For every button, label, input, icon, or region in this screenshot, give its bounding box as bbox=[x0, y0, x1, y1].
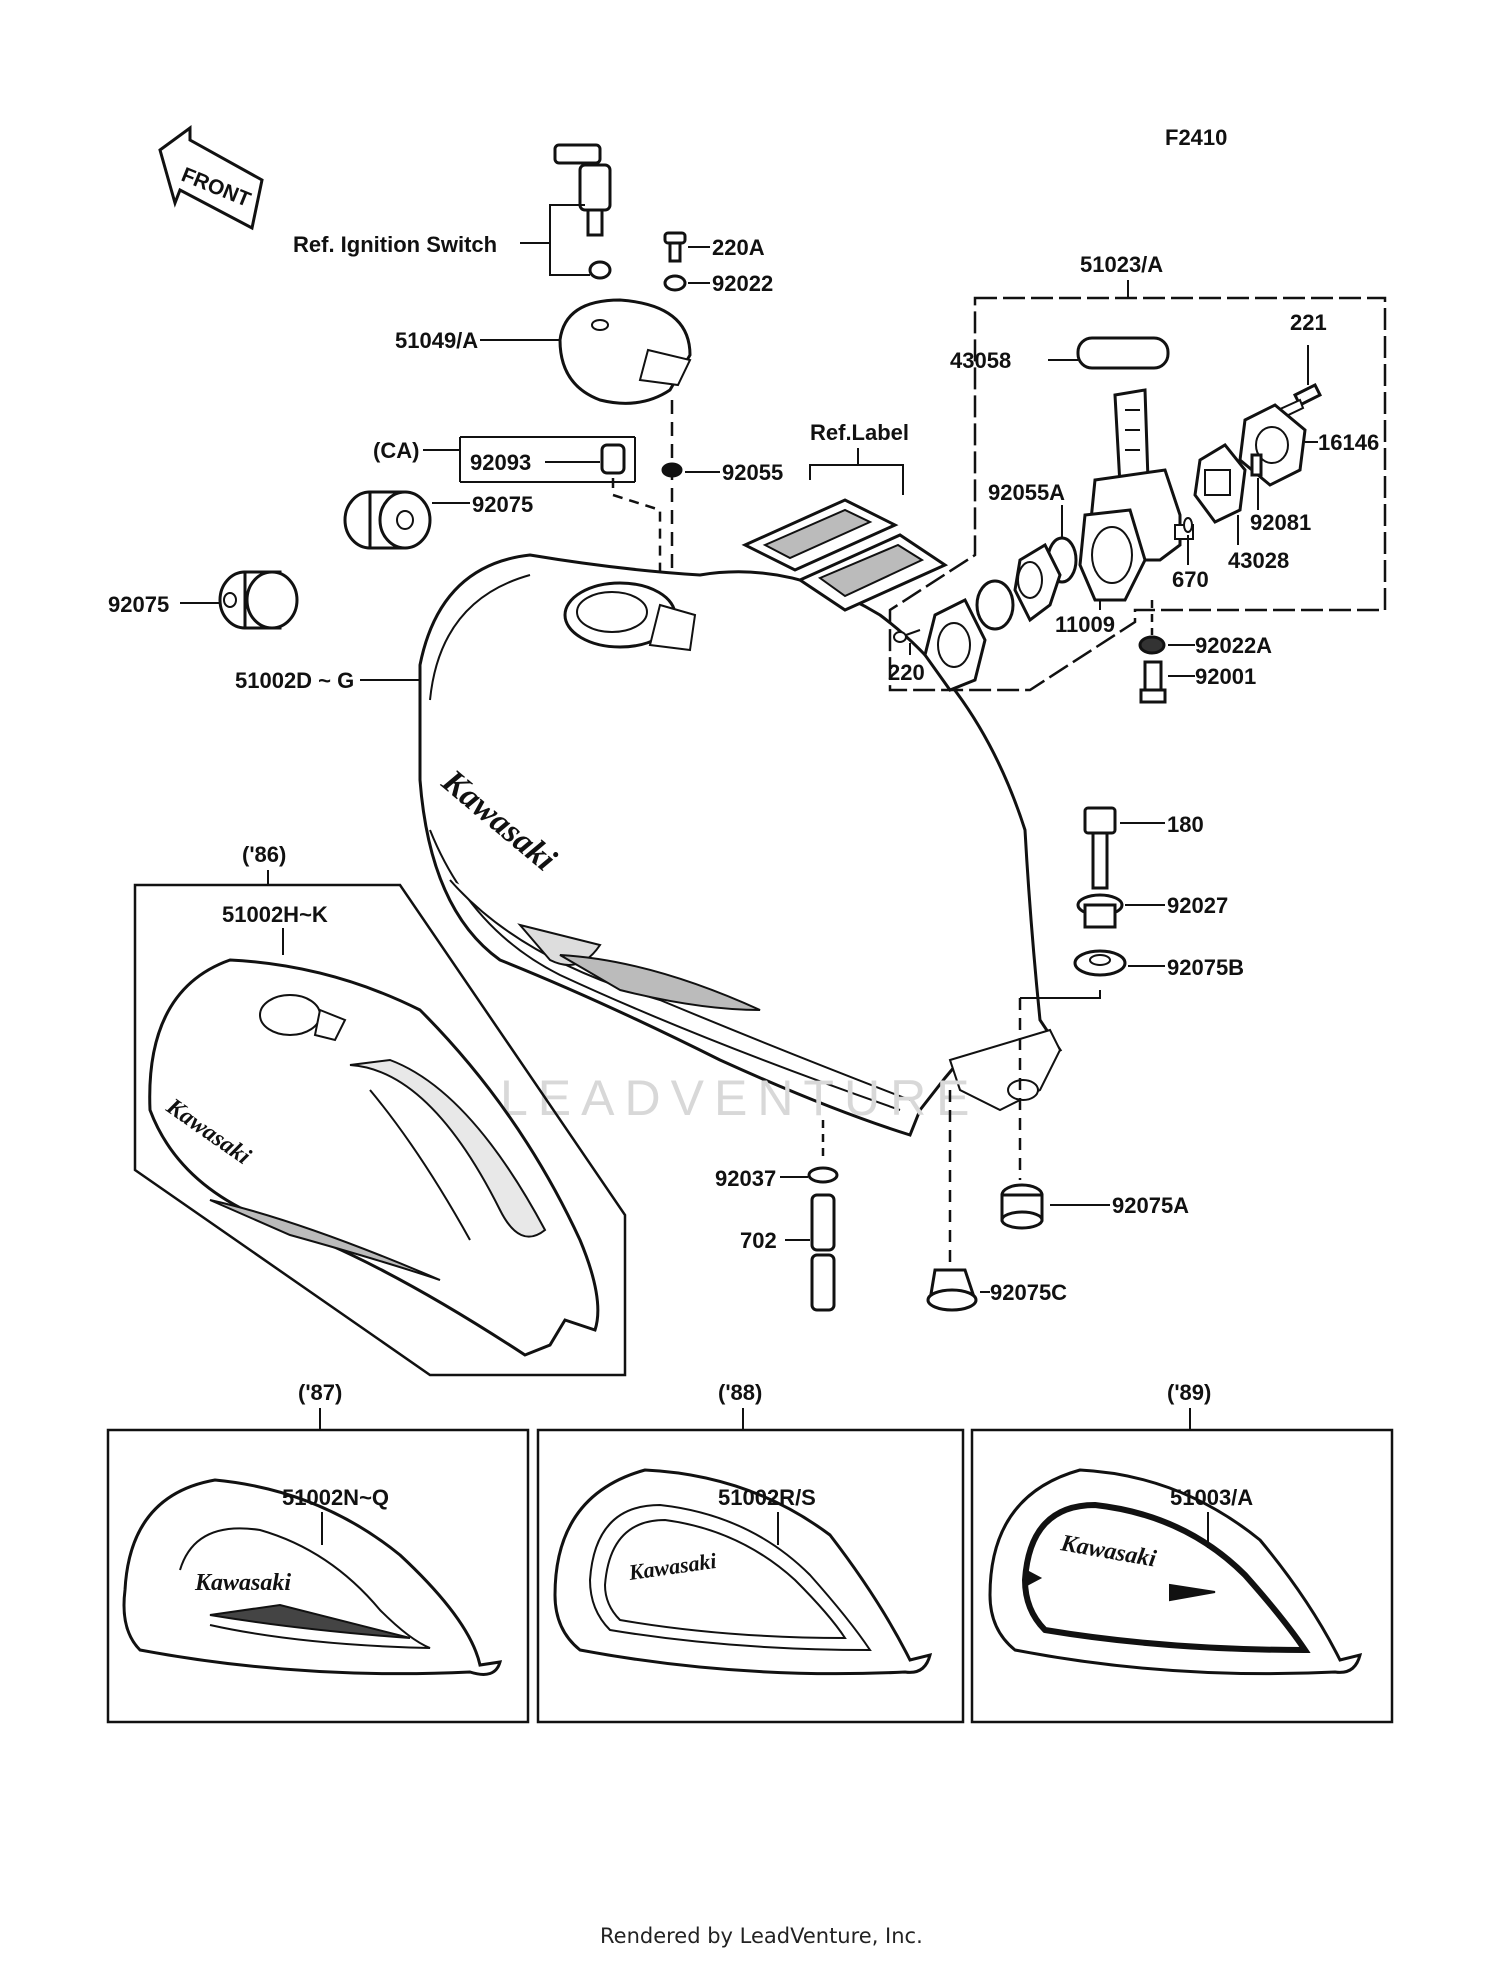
rubber-washer-icon bbox=[1073, 949, 1127, 977]
washer-icon bbox=[1138, 635, 1166, 655]
label-51002NQ: 51002N~Q bbox=[282, 1485, 389, 1510]
label-702: 702 bbox=[740, 1228, 777, 1253]
label-51002RS: 51002R/S bbox=[718, 1485, 816, 1510]
bolt-icon bbox=[1083, 806, 1117, 890]
box-88 bbox=[536, 1428, 965, 1724]
washer-icon bbox=[663, 274, 687, 292]
label-51023A: 51023/A bbox=[1080, 252, 1163, 277]
label-180: 180 bbox=[1167, 812, 1204, 837]
fuel-tank-88: Kawasaki bbox=[553, 1468, 933, 1676]
fuel-cap-icon bbox=[558, 298, 692, 405]
fuel-tank-87: Kawasaki bbox=[122, 1478, 503, 1676]
label-11009: 11009 bbox=[1055, 612, 1115, 637]
label-92075-b: 92075 bbox=[108, 592, 169, 617]
flange-gasket-icon bbox=[923, 597, 987, 692]
ignition-switch-icon bbox=[553, 143, 612, 280]
grommet-icon bbox=[600, 443, 626, 475]
screw-icon bbox=[893, 629, 921, 643]
label-year-86: ('86) bbox=[242, 842, 286, 867]
label-43028: 43028 bbox=[1228, 548, 1289, 573]
collar-icon bbox=[1076, 893, 1124, 929]
label-92075A: 92075A bbox=[1112, 1193, 1189, 1218]
fuel-tank-86: Kawasaki bbox=[148, 958, 600, 1357]
gasket-icon bbox=[1076, 336, 1170, 370]
figure-code: F2410 bbox=[1165, 125, 1227, 150]
petcock-box bbox=[888, 296, 1387, 692]
label-43058: 43058 bbox=[950, 348, 1011, 373]
label-year-89: ('89) bbox=[1167, 1380, 1211, 1405]
diaphragm-plate-icon bbox=[1193, 443, 1247, 524]
label-92022: 92022 bbox=[712, 271, 773, 296]
screw-icon bbox=[663, 231, 687, 263]
fuel-tap-icon bbox=[1078, 388, 1194, 602]
ignition-bracket bbox=[549, 204, 590, 276]
label-year-87: ('87) bbox=[298, 1380, 342, 1405]
label-51002DG: 51002D ~ G bbox=[235, 668, 354, 693]
watermark: LEADVENTURE bbox=[500, 1070, 980, 1126]
filter-screen-icon bbox=[1013, 542, 1062, 623]
label-92055: 92055 bbox=[722, 460, 783, 485]
label-92075-a: 92075 bbox=[472, 492, 533, 517]
tank-brand-87: Kawasaki bbox=[194, 1570, 291, 1596]
bolt-icon bbox=[1139, 660, 1167, 704]
label-220: 220 bbox=[888, 660, 925, 685]
label-92081: 92081 bbox=[1250, 510, 1311, 535]
label-92055A: 92055A bbox=[988, 480, 1065, 505]
label-92037: 92037 bbox=[715, 1166, 776, 1191]
grommet-icon bbox=[926, 1268, 978, 1312]
box-87 bbox=[106, 1428, 530, 1724]
clip-icon bbox=[807, 1166, 839, 1184]
label-92075B: 92075B bbox=[1167, 955, 1244, 980]
label-51049A: 51049/A bbox=[395, 328, 478, 353]
damper-icon bbox=[218, 570, 299, 630]
label-221: 221 bbox=[1290, 310, 1327, 335]
pin-icon bbox=[1183, 517, 1193, 533]
damper-icon bbox=[343, 490, 432, 550]
label-670: 670 bbox=[1172, 567, 1209, 592]
oring-icon bbox=[661, 462, 683, 478]
label-sticker-icon bbox=[741, 498, 949, 612]
screw-icon bbox=[1250, 453, 1263, 477]
label-51002HK: 51002H~K bbox=[222, 902, 328, 927]
ca-box bbox=[459, 436, 636, 483]
label-ref-ignition-switch: Ref. Ignition Switch bbox=[293, 232, 497, 257]
label-16146: 16146 bbox=[1318, 430, 1379, 455]
box-89 bbox=[970, 1428, 1394, 1724]
fuel-tank-89: Kawasaki bbox=[988, 1468, 1363, 1676]
label-92075C: 92075C bbox=[990, 1280, 1067, 1305]
label-CA: (CA) bbox=[373, 438, 419, 463]
label-year-88: ('88) bbox=[718, 1380, 762, 1405]
grommet-icon bbox=[1000, 1183, 1044, 1230]
cover-plate-icon bbox=[1238, 403, 1307, 487]
label-92001: 92001 bbox=[1195, 664, 1256, 689]
label-ref-label: Ref.Label bbox=[810, 420, 909, 445]
seal-ring-icon bbox=[975, 579, 1015, 631]
label-51003A: 51003/A bbox=[1170, 1485, 1253, 1510]
label-92022A: 92022A bbox=[1195, 633, 1272, 658]
label-92027: 92027 bbox=[1167, 893, 1228, 918]
footer-credit: Rendered by LeadVenture, Inc. bbox=[600, 1924, 923, 1948]
box-86 bbox=[133, 883, 627, 1377]
label-220A: 220A bbox=[712, 235, 765, 260]
hose-icon bbox=[810, 1193, 836, 1312]
fuel-tank-main: Kawasaki bbox=[418, 553, 1063, 1137]
label-92093: 92093 bbox=[470, 450, 531, 475]
front-arrow-icon: FRONT bbox=[158, 125, 264, 231]
